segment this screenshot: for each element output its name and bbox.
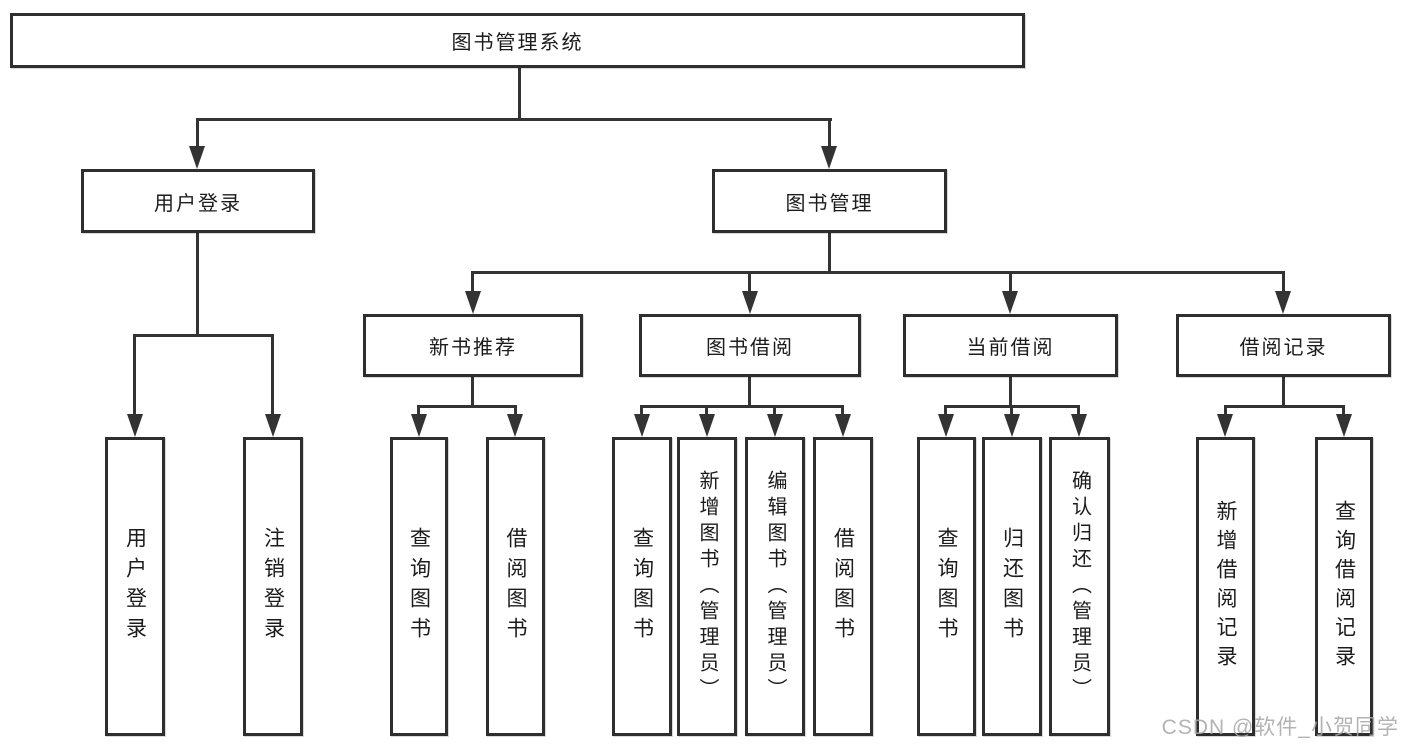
leaf-logout: 注销登录 [243,437,303,736]
connector-stem-leaf-query-books-2 [640,405,643,417]
node-book-borrow-label: 图书借阅 [706,337,794,359]
node-borrow-records-label: 借阅记录 [1239,337,1328,359]
connector-stem-borrow-records [1282,271,1285,295]
connector-new-book-recommend-branch-bar [417,405,517,408]
node-root-label: 图书管理系统 [451,32,584,54]
connector-borrow-records-branch-bar [1224,405,1344,408]
leaf-edit-book-admin-label: 编辑图书（管理员） [764,469,786,704]
connector-stem-leaf-query-borrow-record [1342,405,1345,417]
leaf-query-borrow-record: 查询借阅记录 [1315,437,1373,736]
connector-stem-leaf-query-books-1 [417,405,420,417]
connector-new-book-recommend-stem [471,377,474,408]
leaf-query-borrow-record-label: 查询借阅记录 [1332,499,1356,674]
node-book-management-label: 图书管理 [785,192,874,215]
node-user-login: 用户登录 [81,169,315,233]
node-new-book-recommend: 新书推荐 [363,314,583,377]
connector-current-borrow-stem [1009,377,1012,408]
leaf-logout-label: 注销登录 [261,526,285,647]
leaf-query-books-3-label: 查询图书 [935,526,959,647]
arrow-borrow-records [1275,291,1291,314]
leaf-return-books-label: 归还图书 [1000,526,1024,647]
leaf-return-books: 归还图书 [982,437,1042,736]
leaf-add-borrow-record-label: 新增借阅记录 [1214,499,1238,674]
connector-stem-current-borrow [1009,271,1012,295]
connector-stem-leaf-borrow-books-2 [841,405,844,417]
node-borrow-records: 借阅记录 [1176,314,1391,377]
leaf-user-login: 用户登录 [105,437,165,736]
arrow-leaf-logout [265,414,281,437]
csdn-watermark: CSDN @软件_小贺同学 [1161,716,1399,739]
node-book-borrow: 图书借阅 [639,314,861,377]
leaf-query-books-1-label: 查询图书 [407,526,431,647]
node-book-management: 图书管理 [712,169,947,233]
connector-book-borrow-branch-bar [640,405,844,408]
connector-stem-leaf-confirm-return [1077,405,1080,417]
arrow-leaf-add-book [699,414,715,437]
connector-stem-leaf-logout [271,334,274,417]
arrow-current-borrow [1002,291,1018,314]
arrow-user-login [189,146,205,169]
connector-root-branch-bar [196,118,832,121]
node-user-login-label: 用户登录 [154,192,242,215]
arrow-leaf-borrow-books-1 [507,414,523,437]
arrow-book-management [821,146,837,169]
connector-stem-leaf-user-login [133,334,136,417]
node-current-borrow-label: 当前借阅 [966,337,1055,359]
node-root-library-system: 图书管理系统 [10,13,1025,68]
arrow-leaf-query-books-2 [634,414,650,437]
leaf-query-books-3: 查询图书 [917,437,976,736]
arrow-new-book-recommend [465,291,481,314]
connector-user-login-branch-bar [133,334,274,337]
arrow-leaf-return-books [1004,414,1020,437]
leaf-add-borrow-record: 新增借阅记录 [1196,437,1255,736]
leaf-add-book-admin-label: 新增图书（管理员） [696,469,718,704]
arrow-leaf-borrow-books-2 [835,414,851,437]
leaf-query-books-2-label: 查询图书 [630,526,654,647]
arrow-leaf-query-books-1 [411,414,427,437]
leaf-borrow-books-1-label: 借阅图书 [504,526,528,647]
leaf-add-book-admin: 新增图书（管理员） [677,437,737,736]
arrow-leaf-query-borrow-record [1336,414,1352,437]
leaf-query-books-1: 查询图书 [390,437,448,736]
arrow-leaf-confirm-return [1071,414,1087,437]
arrow-leaf-query-books-3 [938,414,954,437]
connector-stem-user-login [196,118,199,150]
connector-stem-leaf-query-books-3 [944,405,947,417]
connector-borrow-records-stem [1282,377,1285,408]
connector-stem-new-book-recommend [471,271,474,295]
leaf-borrow-books-2-label: 借阅图书 [831,526,855,647]
leaf-borrow-books-2: 借阅图书 [813,437,873,736]
connector-book-mgmt-branch-bar [471,271,1285,274]
node-current-borrow: 当前借阅 [903,314,1118,377]
connector-stem-leaf-add-book [705,405,708,417]
leaf-edit-book-admin: 编辑图书（管理员） [745,437,805,736]
connector-stem-leaf-return-books [1010,405,1013,417]
arrow-leaf-add-borrow-record [1217,414,1233,437]
connector-stem-leaf-add-borrow-record [1224,405,1227,417]
connector-book-mgmt-stem [828,233,831,274]
leaf-borrow-books-1: 借阅图书 [486,437,545,736]
connector-book-borrow-stem [748,377,751,408]
leaf-query-books-2: 查询图书 [612,437,672,736]
arrow-book-borrow [742,291,758,314]
connector-stem-book-borrow [748,271,751,295]
connector-user-login-stem [196,233,199,337]
connector-stem-leaf-borrow-books-1 [514,405,517,417]
node-new-book-recommend-label: 新书推荐 [429,337,517,359]
arrow-leaf-edit-book [767,414,783,437]
leaf-confirm-return-admin-label: 确认归还（管理员） [1068,469,1091,704]
leaf-confirm-return-admin: 确认归还（管理员） [1049,437,1110,736]
connector-root-stem [518,66,521,120]
connector-stem-book-management [828,118,831,150]
leaf-user-login-label: 用户登录 [123,526,147,647]
arrow-leaf-user-login [127,414,143,437]
connector-stem-leaf-edit-book [773,405,776,417]
